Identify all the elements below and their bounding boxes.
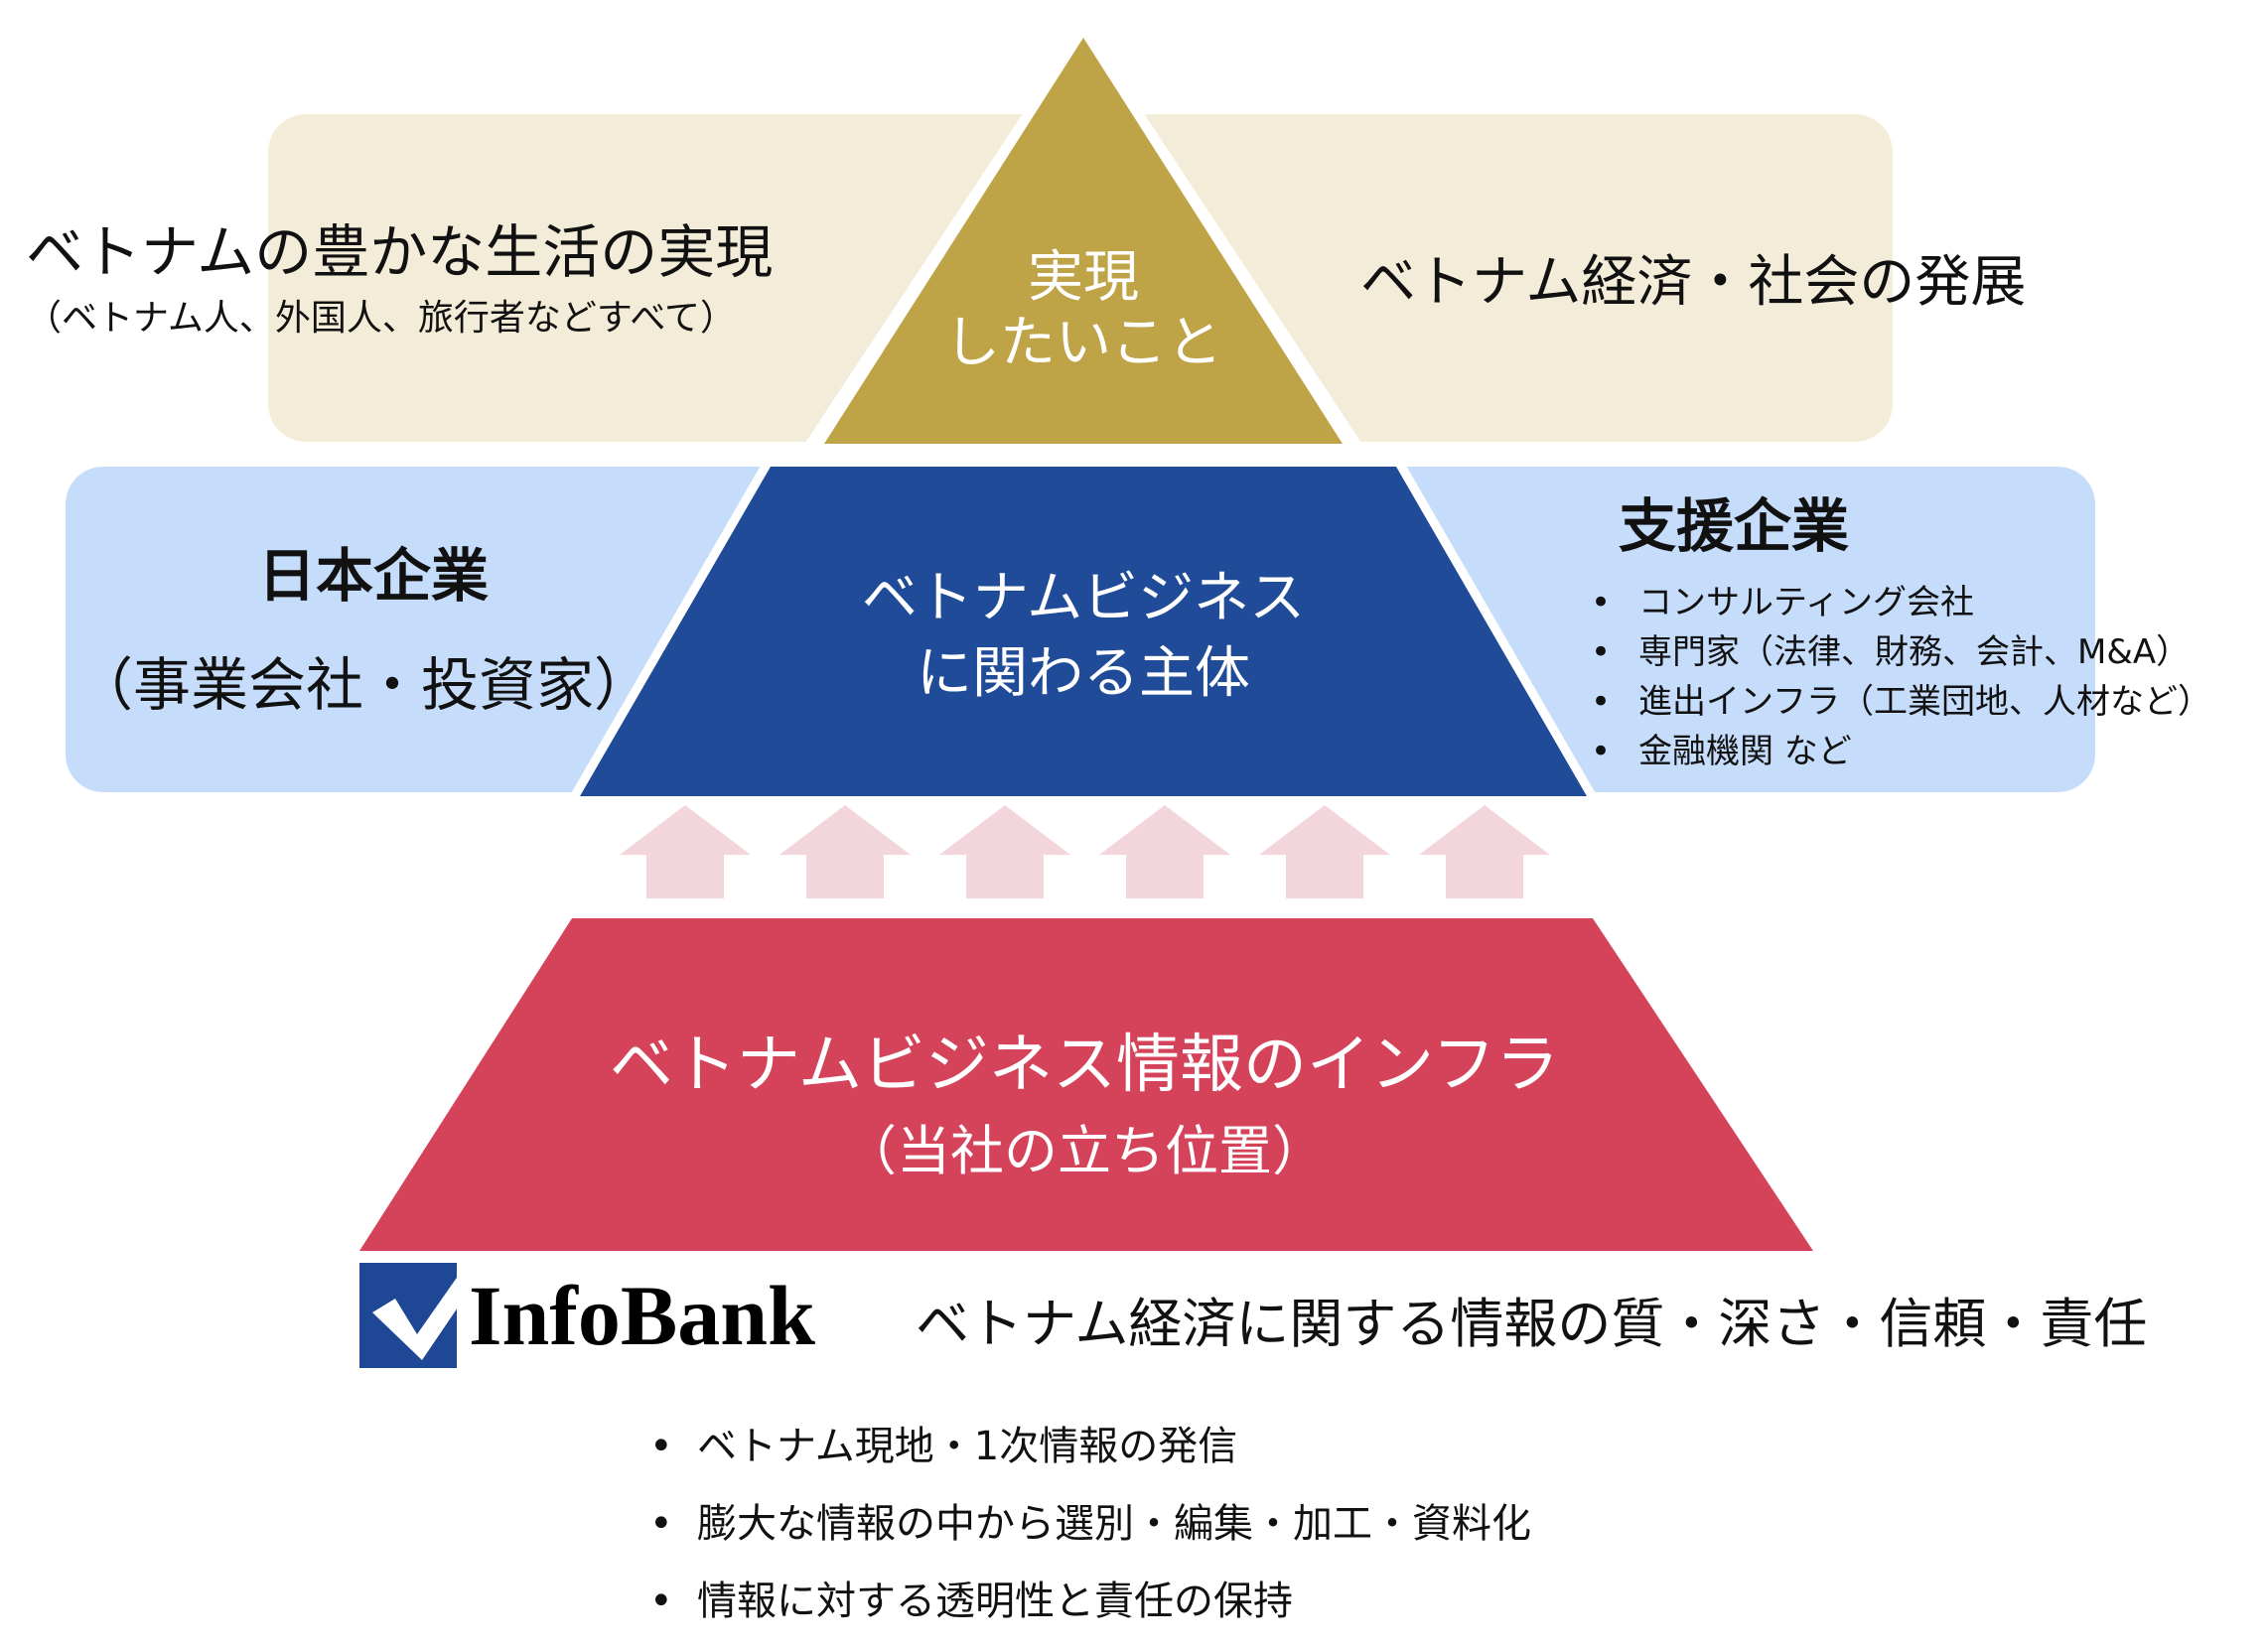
support-company-list: コンサルティング会社 専門家（法律、財務、会計、M&A） 進出インフラ（工業団地… [1587, 578, 2211, 776]
top-triangle-title: 実現 したいこと [924, 245, 1242, 376]
list-item: 進出インフラ（工業団地、人材など） [1587, 677, 2211, 727]
infobank-feature-list: ベトナム現地・1次情報の発信 膨大な情報の中から選別・編集・加工・資料化 情報に… [645, 1408, 1531, 1640]
middle-center-title: ベトナムビジネス に関わる主体 [785, 561, 1381, 712]
up-arrow-1 [620, 805, 751, 898]
top-triangle [824, 38, 1343, 444]
middle-left-subtitle: （事業会社・投資家） [75, 651, 652, 719]
up-arrow-3 [939, 805, 1070, 898]
middle-trapezoid [580, 467, 1587, 796]
list-item: コンサルティング会社 [1587, 578, 2211, 627]
middle-center-line2: に関わる主体 [917, 641, 1250, 707]
middle-center-line1: ベトナムビジネス [861, 566, 1306, 630]
middle-left-title: 日本企業 [257, 542, 489, 610]
base-subtitle: （当社の立ち位置） [843, 1120, 1326, 1182]
top-left-title: ベトナムの豊かな生活の実現 [26, 218, 774, 286]
list-item: 情報に対する透明性と責任の保持 [645, 1563, 1531, 1640]
infobank-logo-text: InfoBank [469, 1268, 815, 1363]
top-triangle-line1: 実現 [1028, 245, 1139, 310]
top-triangle-line2: したいこと [944, 311, 1222, 376]
base-trapezoid [359, 918, 1813, 1251]
checkmark-icon [372, 1275, 477, 1360]
list-item: 金融機関 など [1587, 727, 2211, 776]
top-left-subtitle: （ベトナム人、外国人、旅行者などすべて） [26, 298, 736, 339]
top-right-title: ベトナム経済・社会の発展 [1360, 250, 2027, 315]
up-arrow-6 [1419, 805, 1550, 898]
up-arrow-5 [1259, 805, 1390, 898]
base-title: ベトナムビジネス情報のインフラ [609, 1029, 1560, 1102]
up-arrow-4 [1099, 805, 1230, 898]
middle-right-title: 支援企業 [1619, 492, 1850, 560]
list-item: 膨大な情報の中から選別・編集・加工・資料化 [645, 1485, 1531, 1563]
infobank-tagline: ベトナム経済に関する情報の質・深さ・信頼・責任 [916, 1293, 2148, 1355]
list-item: 専門家（法律、財務、会計、M&A） [1587, 627, 2211, 677]
list-item: ベトナム現地・1次情報の発信 [645, 1408, 1531, 1485]
up-arrow-2 [780, 805, 911, 898]
